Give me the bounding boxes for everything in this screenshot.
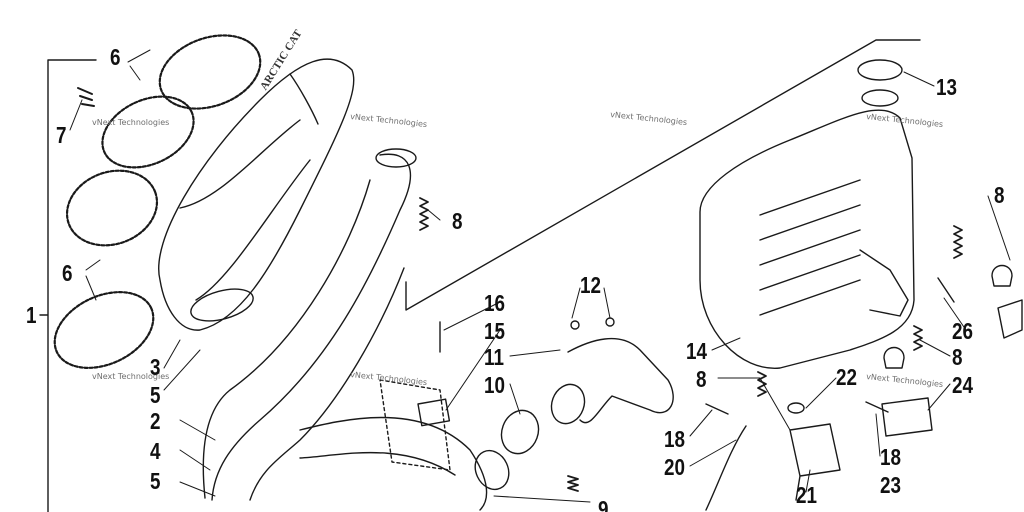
bracket-24 (881, 397, 933, 437)
callout-6: 6 (62, 260, 73, 286)
callout-5: 5 (150, 382, 161, 408)
rubber-grommet (991, 264, 1013, 287)
callout-4: 4 (150, 438, 161, 464)
callout-11: 11 (484, 344, 504, 370)
silencer (158, 58, 355, 331)
callout-6: 6 (110, 44, 121, 70)
rubber-grommet (883, 346, 905, 369)
callout-18: 18 (664, 426, 685, 452)
bracket-26 (997, 299, 1023, 339)
spring-ring (53, 34, 262, 369)
small-spring (77, 87, 95, 107)
callout-3: 3 (150, 354, 161, 380)
mounting-bracket (379, 321, 451, 471)
callout-8: 8 (994, 182, 1005, 208)
leader-line (405, 39, 921, 311)
callout-8: 8 (952, 344, 963, 370)
leader-lines (69, 49, 1011, 503)
callout-7: 7 (56, 122, 67, 148)
callout-8: 8 (696, 366, 707, 392)
callout-12: 12 (580, 272, 601, 298)
callout-10: 10 (484, 372, 505, 398)
callout-9: 9 (598, 496, 609, 512)
callout-16: 16 (484, 290, 505, 316)
callout-15: 15 (484, 318, 505, 344)
watermark: vNext Technologies (92, 118, 170, 127)
callout-14: 14 (686, 338, 707, 364)
expansion-chamber (202, 148, 510, 511)
callout-2: 2 (150, 408, 161, 434)
callout-8: 8 (452, 208, 463, 234)
callout-20: 20 (664, 454, 685, 480)
washer (787, 402, 805, 414)
gasket-ring (500, 409, 540, 455)
callout-21: 21 (796, 482, 817, 508)
exhaust-flange (550, 317, 674, 425)
callout-26: 26 (952, 318, 973, 344)
callout-24: 24 (952, 372, 973, 398)
callout-1: 1 (26, 302, 37, 328)
callout-5: 5 (150, 468, 161, 494)
cable (705, 425, 747, 511)
resonator-canister (699, 59, 915, 369)
bracket-21 (789, 423, 841, 501)
bolt (705, 277, 955, 415)
callout-23: 23 (880, 472, 901, 498)
callout-18: 18 (880, 444, 901, 470)
watermark: vNext Technologies (92, 372, 170, 381)
callout-22: 22 (836, 364, 857, 390)
tension-spring (419, 197, 963, 492)
callout-13: 13 (936, 74, 957, 100)
group-bracket (39, 59, 97, 512)
